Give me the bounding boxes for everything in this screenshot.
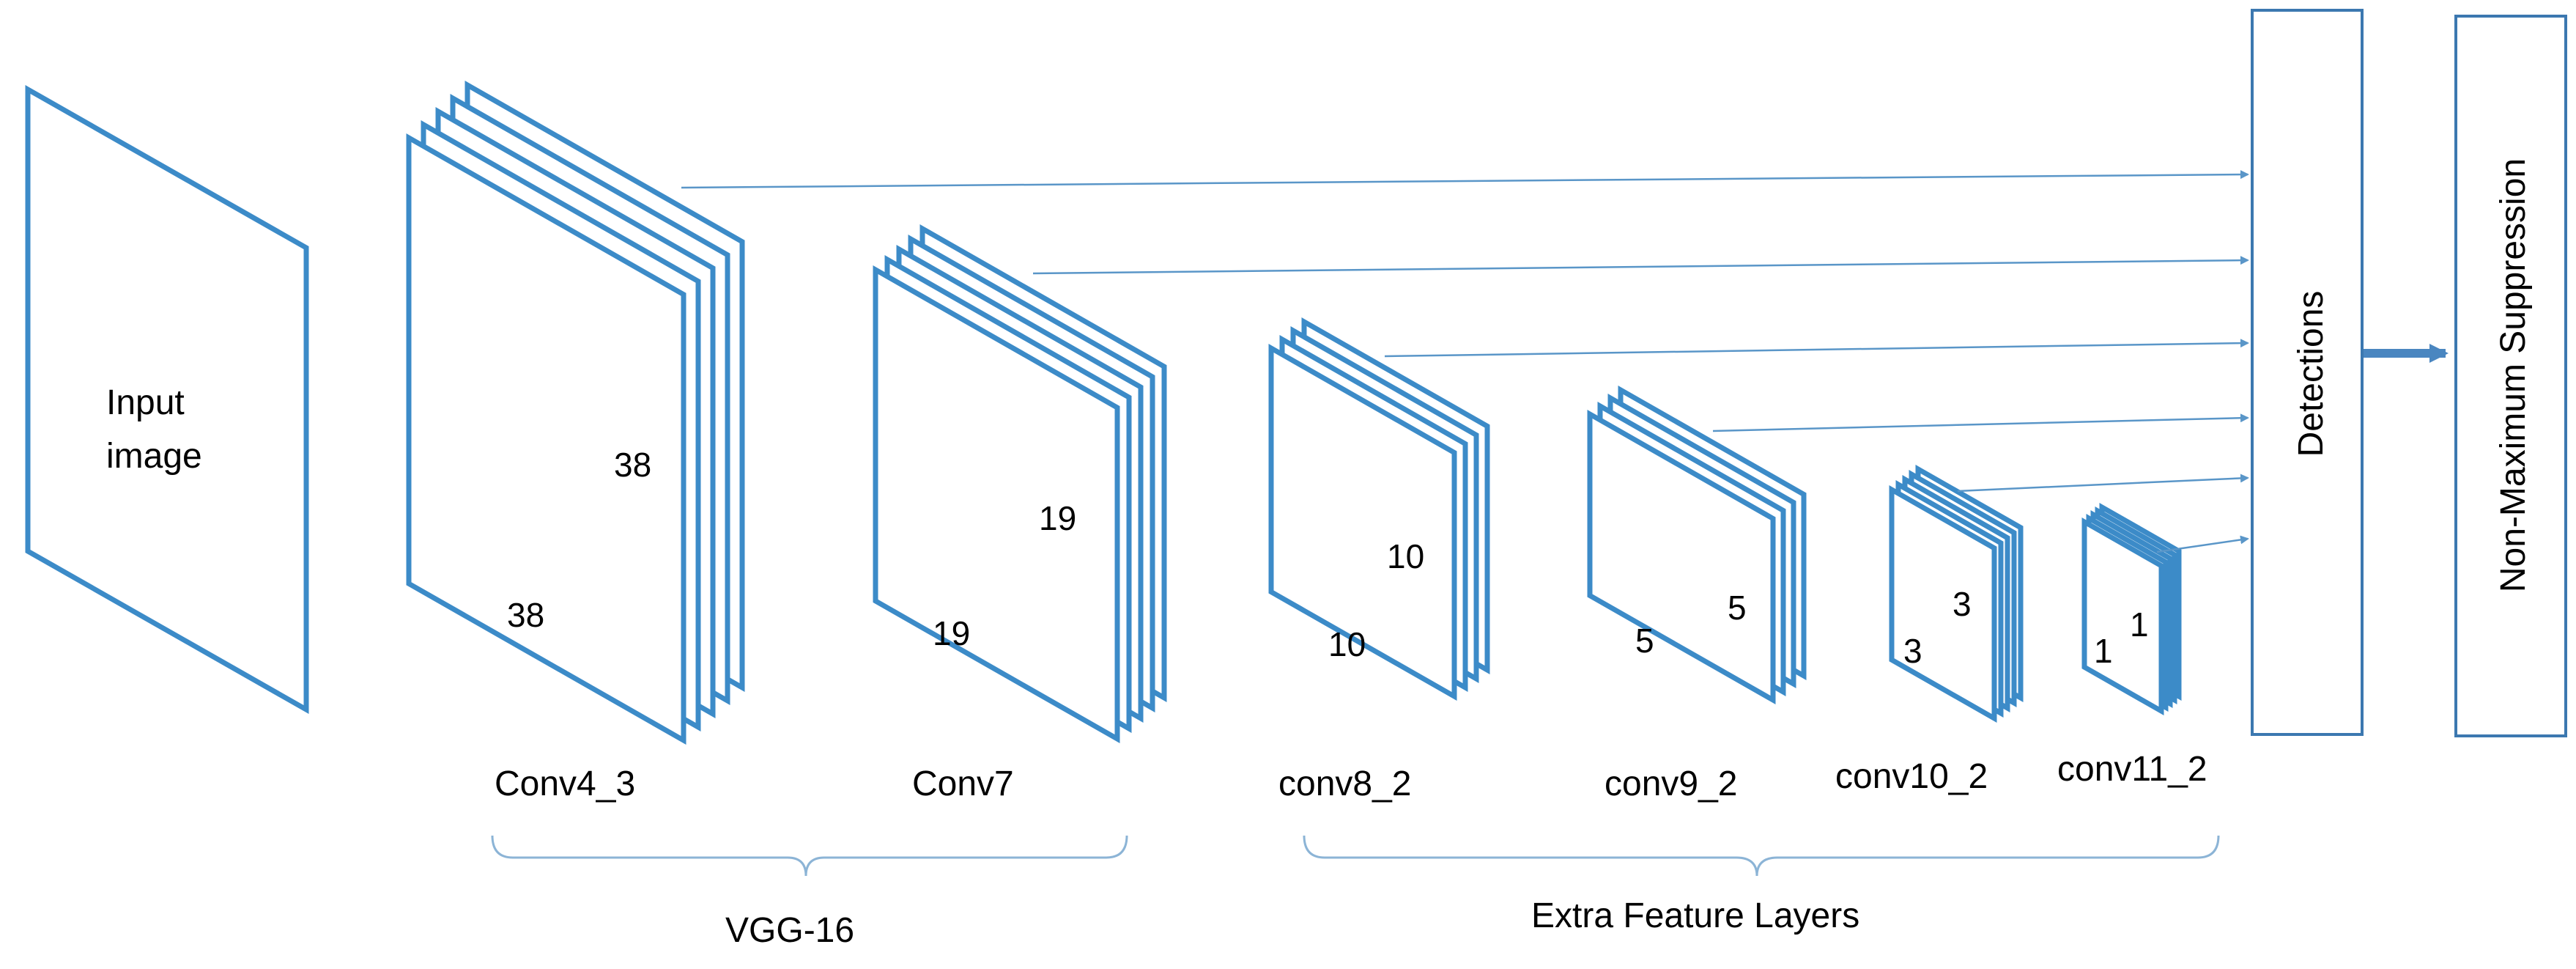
dim-label-conv4-3-h: 38: [507, 596, 544, 634]
dim-label-conv8-2-w: 10: [1387, 537, 1424, 575]
detections-box: Detections: [2251, 9, 2364, 736]
feature-map-plane: [873, 265, 1120, 744]
dim-label-conv7-w: 19: [1039, 499, 1076, 537]
feature-arrows: [681, 170, 2249, 553]
layer-label-conv11-2: conv11_2: [2057, 750, 2207, 789]
layer-label-conv7: Conv7: [912, 764, 1014, 803]
nms-box: Non-Maximum Suppression: [2454, 15, 2567, 737]
extra-layers-group-label: Extra Feature Layers: [1531, 896, 1859, 935]
input-label-line2: image: [106, 437, 202, 476]
feature-map-stack-conv10-2: [1889, 464, 2024, 723]
dim-label-conv11-2-h: 1: [2094, 632, 2113, 670]
feature-map-stack-conv7: [873, 224, 1167, 744]
feature-arrow-1: [1032, 256, 2249, 275]
dim-label-conv9-2-w: 5: [1728, 589, 1747, 627]
feature-map-plane: [2081, 517, 2164, 716]
feature-map-stack-conv9-2: [1587, 385, 1807, 705]
extra-layers-bracket: [1303, 835, 2220, 877]
dim-label-conv10-2-w: 3: [1953, 585, 1972, 623]
vgg-group-label: VGG-16: [725, 911, 854, 950]
layer-label-conv9-2: conv9_2: [1605, 764, 1737, 803]
layer-label-conv10-2: conv10_2: [1835, 757, 1988, 796]
feature-map-plane: [1587, 409, 1776, 705]
feature-arrow-4: [1957, 474, 2249, 493]
feature-map-plane: [1268, 343, 1457, 701]
feature-map-stack-conv4-3: [406, 80, 745, 745]
feature-arrow-2: [1384, 339, 2249, 358]
feature-arrow-0: [681, 170, 2249, 189]
input-image-plane: Input image: [25, 84, 309, 715]
nms-label: Non-Maximum Suppression: [2494, 158, 2533, 592]
dim-label-conv10-2-h: 3: [1903, 632, 1922, 670]
vgg-bracket: [491, 835, 1128, 877]
dim-label-conv4-3-w: 38: [614, 446, 651, 484]
feature-map-plane: [1889, 484, 1997, 723]
dim-label-conv7-h: 19: [933, 614, 970, 652]
layer-label-conv8-2: conv8_2: [1278, 764, 1411, 803]
detections-label: Detections: [2292, 291, 2331, 457]
feature-map-stack-conv8-2: [1268, 317, 1490, 701]
dim-label-conv8-2-h: 10: [1328, 625, 1366, 663]
feature-arrow-5: [2156, 535, 2249, 553]
feature-map-plane: [406, 133, 686, 745]
dim-label-conv9-2-h: 5: [1635, 622, 1654, 660]
input-label-line1: Input: [106, 383, 185, 422]
feature-arrow-3: [1712, 413, 2249, 432]
layer-label-conv4-3: Conv4_3: [495, 764, 635, 803]
feature-map-stack-conv11-2: [2081, 502, 2182, 716]
dim-label-conv11-2-w: 1: [2130, 605, 2149, 644]
